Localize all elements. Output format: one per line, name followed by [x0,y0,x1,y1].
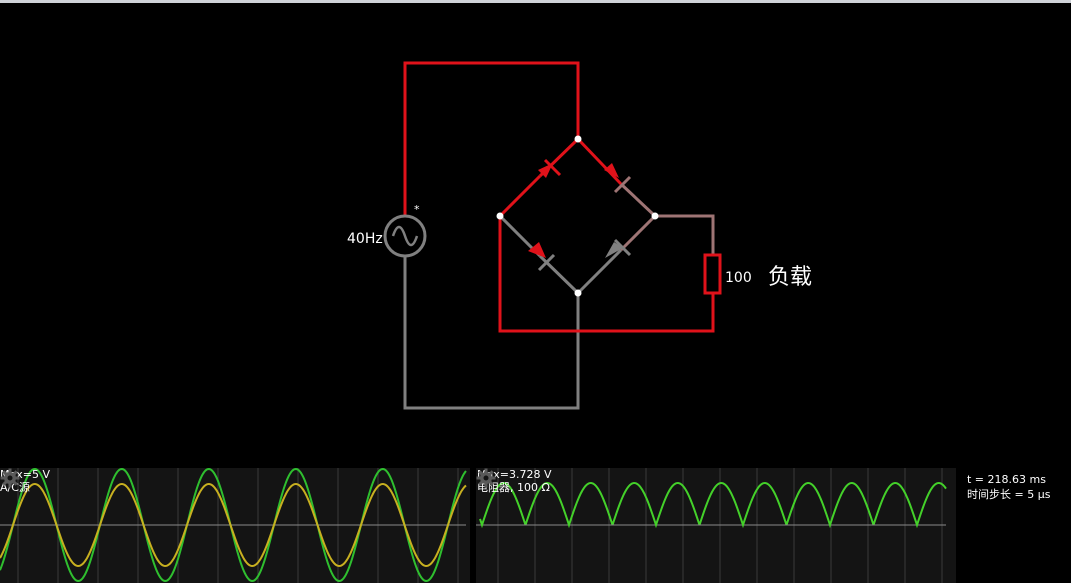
scope-resistor-plot[interactable] [476,468,956,583]
scope-resistor[interactable]: Max=3.728 V 电阻器, 100 Ω [476,468,956,583]
diode-d2[interactable] [604,163,632,194]
bridge-wire-bottom-right[interactable] [576,248,623,295]
simulation-time: t = 218.63 ms [967,473,1046,486]
gear-icon[interactable] [0,468,20,488]
load-label: 负载 [768,265,812,290]
mid-wires[interactable] [619,182,715,254]
scope-resistor-trace-voltage [479,482,947,529]
scope-source-trace-current [0,483,467,567]
bridge-wire-upper-right[interactable] [619,182,657,218]
scope-source[interactable]: Max=5 V A/C源 [0,468,470,583]
bridge-wire-upper-left[interactable] [498,174,542,218]
simulation-timestep: 时间步长 = 5 µs [967,488,1051,501]
node-left[interactable] [496,212,504,220]
bridge-wire-lower-right[interactable] [619,214,657,252]
source-top-wire[interactable] [403,61,580,215]
load-bottom-wire[interactable] [498,216,715,333]
source-return-wire[interactable] [403,257,580,410]
scope-source-name: A/C源 [0,481,30,494]
resistor[interactable] [703,253,722,295]
inactive-wires[interactable] [403,214,623,410]
scope-resistor-name: 电阻器, 100 Ω [477,481,550,494]
nodes [496,135,659,297]
diode-d3[interactable] [528,242,556,272]
scope-resistor-max: Max=3.728 V [477,468,552,481]
source-marker: * [414,203,420,216]
gear-icon[interactable] [476,468,496,488]
ac-source[interactable] [383,214,427,258]
node-bottom[interactable] [574,289,582,297]
window-top-border [0,0,1071,3]
node-top[interactable] [574,135,582,143]
resistor-value-label: 100 [725,270,752,286]
diode-d4[interactable] [605,238,632,258]
circuit-canvas[interactable]: 40Hz * 100 负载 [0,3,1071,468]
active-wires[interactable] [403,61,715,333]
node-right[interactable] [651,212,659,220]
diode-d1[interactable] [538,158,562,178]
bridge-wire-top-right[interactable] [576,137,623,186]
source-frequency-label: 40Hz [347,231,383,247]
load-top-wire[interactable] [655,214,715,254]
scope-source-plot[interactable] [0,468,470,583]
